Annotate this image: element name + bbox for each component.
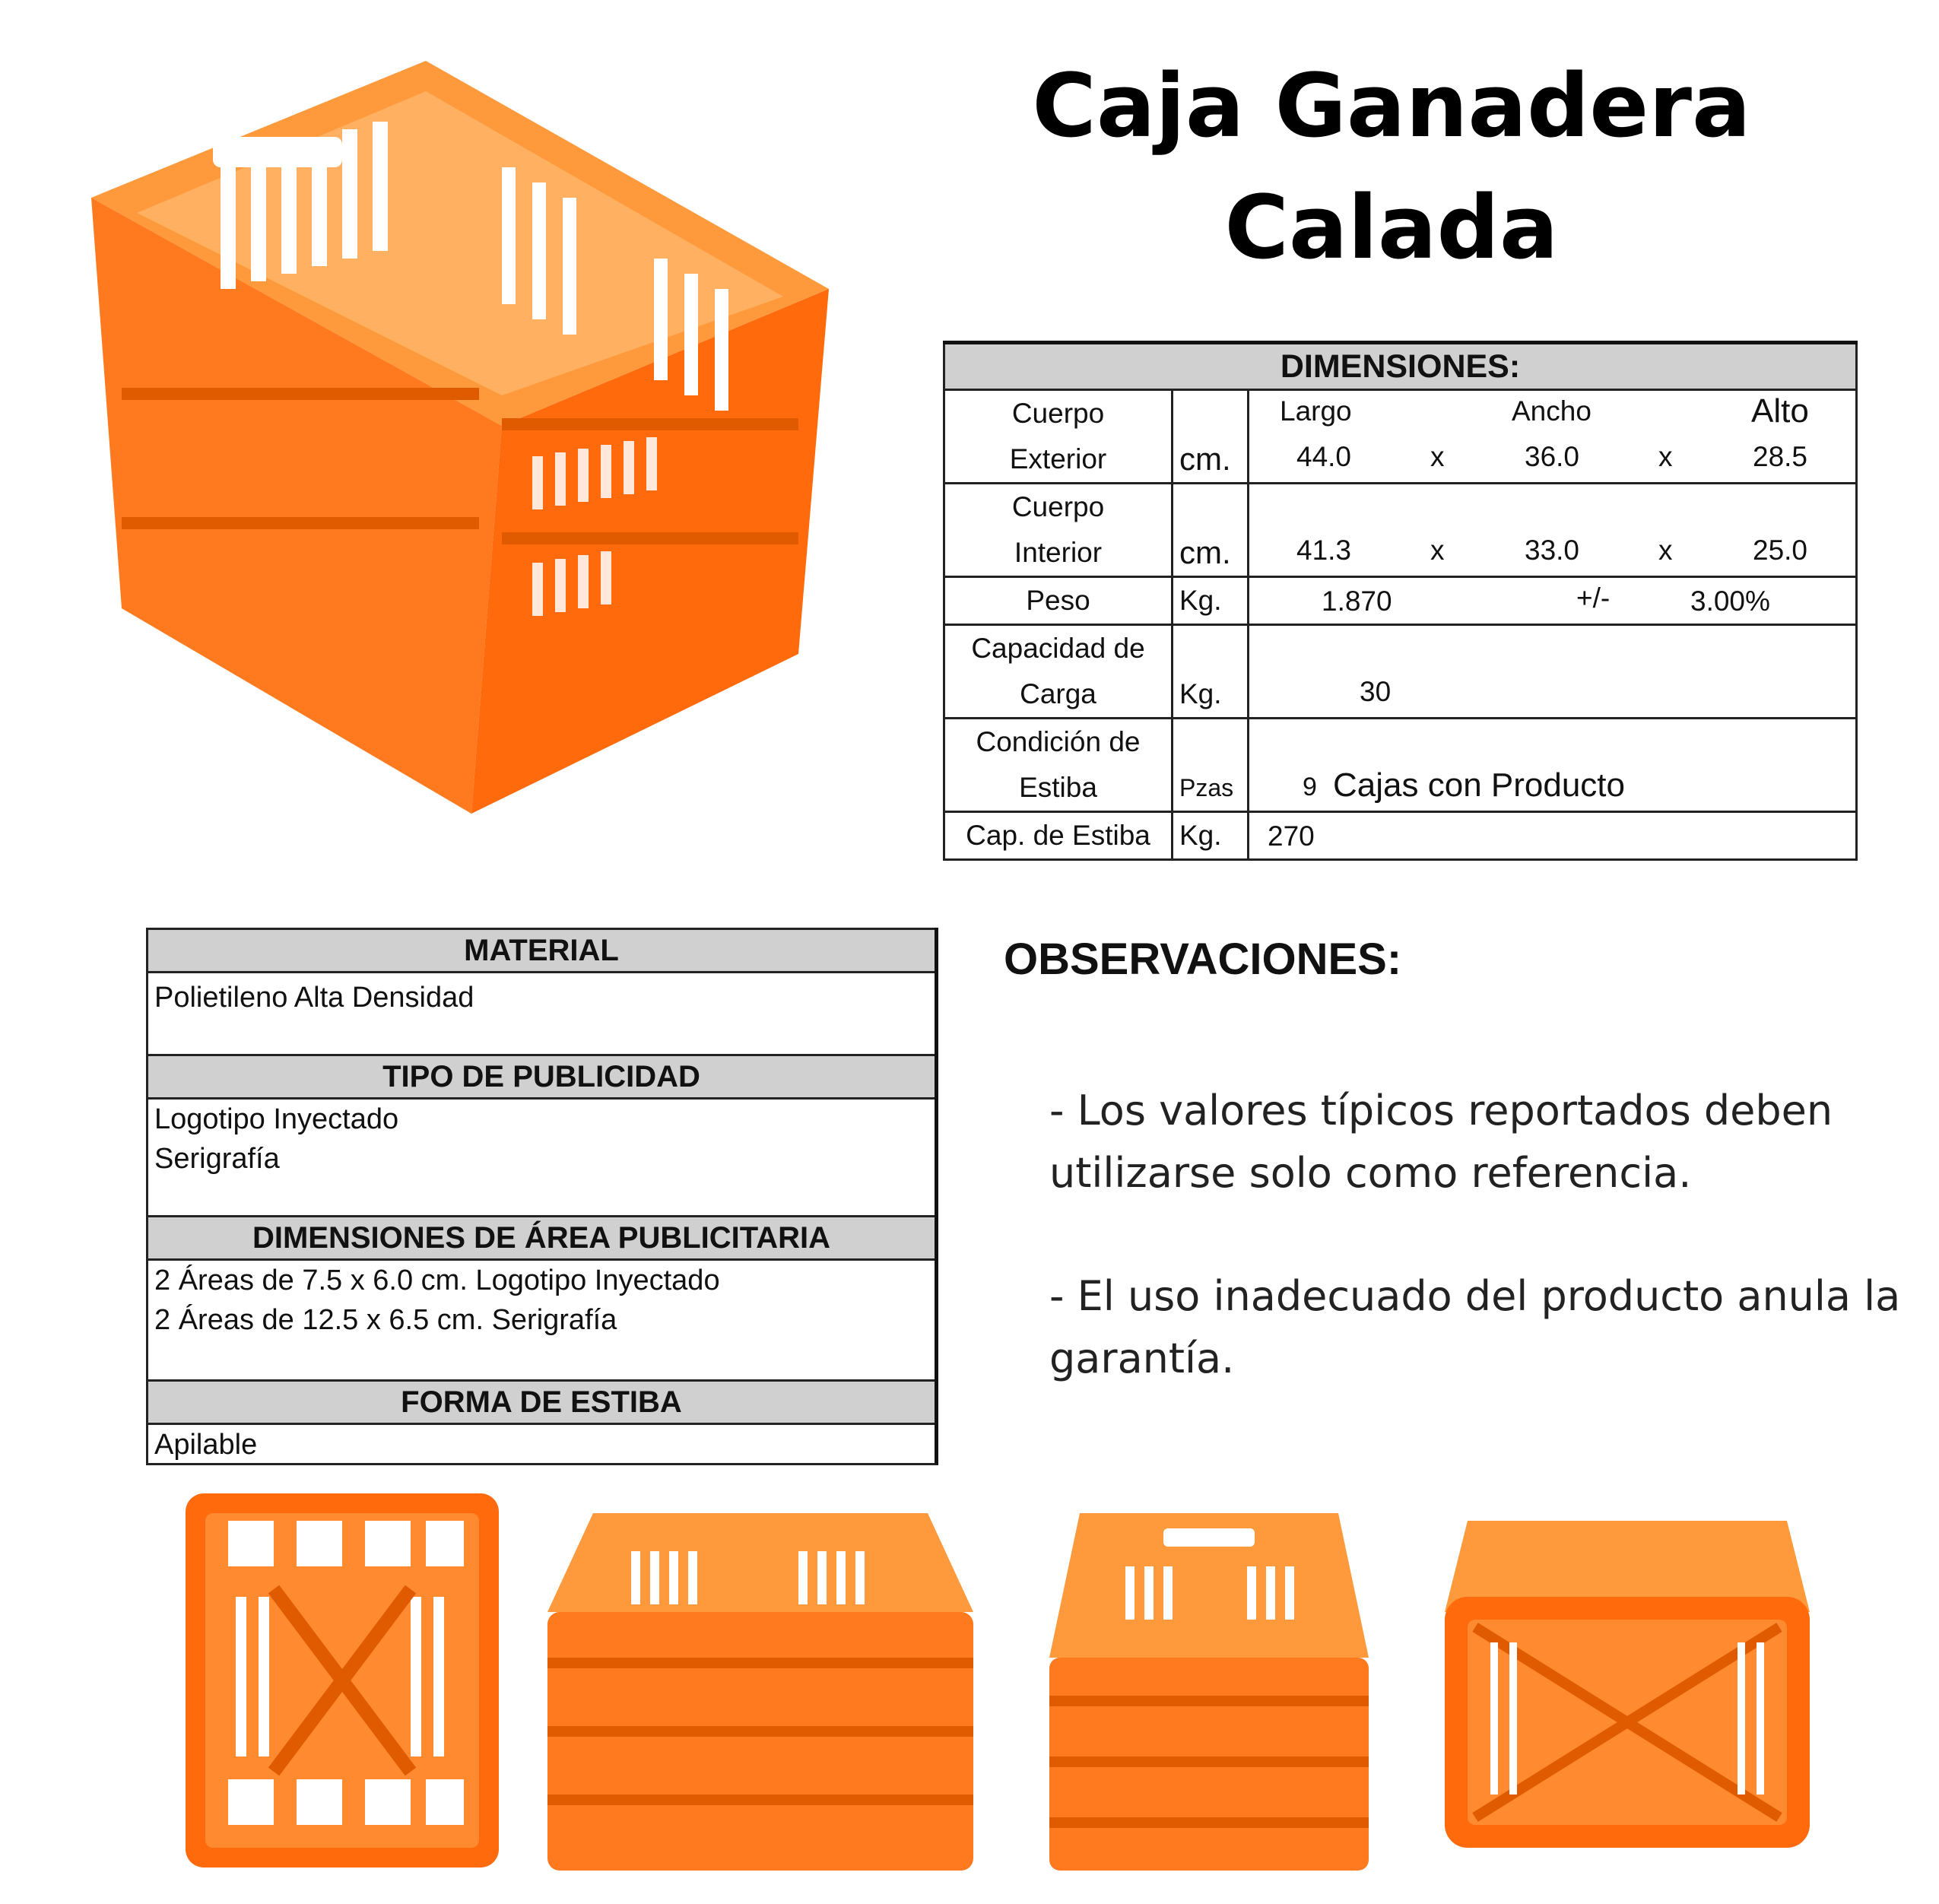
row-label: Cuerpo bbox=[1011, 491, 1105, 522]
publicidad-values: Logotipo Inyectado Serigrafía bbox=[148, 1100, 935, 1215]
row-label: Estiba bbox=[1019, 772, 1097, 803]
unit: cm. bbox=[1171, 482, 1249, 578]
estiba-text: Cajas con Producto bbox=[1333, 766, 1625, 804]
tolerance-sign: +/- bbox=[1576, 582, 1611, 614]
largo-value: 44.0 bbox=[1296, 441, 1352, 472]
row-capacidad: Capacidad de Carga Kg. 30 bbox=[943, 624, 1858, 719]
title-line-1: Caja Ganadera bbox=[1032, 56, 1751, 157]
observacion-line: garantía. bbox=[1049, 1334, 1235, 1382]
row-cap-estiba: Cap. de Estiba Kg. 270 bbox=[943, 811, 1858, 861]
crate-front-view-image bbox=[547, 1506, 973, 1871]
unit: Pzas bbox=[1171, 717, 1249, 813]
times-sign: x bbox=[1430, 535, 1445, 566]
row-label: Capacidad de bbox=[971, 633, 1145, 664]
main-crate-image bbox=[76, 61, 836, 814]
row-label: Cap. de Estiba bbox=[943, 811, 1173, 861]
times-sign: x bbox=[1658, 535, 1673, 566]
times-sign: x bbox=[1658, 441, 1673, 472]
publicidad-line: Serigrafía bbox=[154, 1143, 280, 1175]
area-line: 2 Áreas de 12.5 x 6.5 cm. Serigrafía bbox=[154, 1304, 617, 1336]
row-label: Interior bbox=[1014, 537, 1103, 568]
tolerance-value: 3.00% bbox=[1690, 585, 1770, 617]
ancho-label: Ancho bbox=[1512, 395, 1592, 427]
alto-value: 28.5 bbox=[1753, 441, 1808, 472]
largo-value: 41.3 bbox=[1296, 535, 1352, 566]
area-line: 2 Áreas de 7.5 x 6.0 cm. Logotipo Inyect… bbox=[154, 1265, 720, 1296]
observacion-item-2: - El uso inadecuado del producto anula l… bbox=[1049, 1265, 1924, 1390]
capacidad-value: 30 bbox=[1360, 676, 1392, 707]
area-values: 2 Áreas de 7.5 x 6.0 cm. Logotipo Inyect… bbox=[148, 1261, 935, 1379]
page-title: Caja Ganadera Calada bbox=[973, 46, 1810, 289]
cap-estiba-value: 270 bbox=[1268, 820, 1315, 852]
row-condicion: Condición de Estiba Pzas 9 Cajas con Prod… bbox=[943, 717, 1858, 813]
info-table: MATERIAL Polietileno Alta Densidad TIPO … bbox=[146, 928, 938, 1465]
estiba-value: Apilable bbox=[154, 1429, 258, 1461]
crate-side-view-image bbox=[1049, 1506, 1369, 1871]
observacion-line: utilizarse solo como referencia. bbox=[1049, 1149, 1692, 1197]
ancho-value: 33.0 bbox=[1525, 535, 1580, 566]
largo-label: Largo bbox=[1280, 395, 1352, 427]
unit: Kg. bbox=[1171, 576, 1249, 626]
unit: Kg. bbox=[1171, 811, 1249, 861]
estiba-header: FORMA DE ESTIBA bbox=[148, 1379, 935, 1425]
publicidad-line: Logotipo Inyectado bbox=[154, 1103, 399, 1135]
observacion-item-1: - Los valores típicos reportados deben u… bbox=[1049, 1080, 1924, 1204]
area-header: DIMENSIONES DE ÁREA PUBLICITARIA bbox=[148, 1215, 935, 1261]
alto-value: 25.0 bbox=[1753, 535, 1808, 566]
row-label: Peso bbox=[943, 576, 1173, 626]
times-sign: x bbox=[1430, 441, 1445, 472]
peso-value: 1.870 bbox=[1322, 585, 1392, 617]
alto-label: Alto bbox=[1751, 392, 1809, 430]
crate-top-view-image bbox=[182, 1490, 502, 1871]
observacion-line: - Los valores típicos reportados deben bbox=[1049, 1087, 1833, 1134]
observacion-line: - El uso inadecuado del producto anula l… bbox=[1049, 1272, 1901, 1320]
title-line-2: Calada bbox=[1224, 177, 1559, 279]
crate-bottom-view-image bbox=[1445, 1521, 1810, 1848]
estiba-count: 9 bbox=[1303, 773, 1317, 801]
publicidad-header: TIPO DE PUBLICIDAD bbox=[148, 1054, 935, 1100]
dimensions-header: DIMENSIONES: bbox=[943, 341, 1858, 391]
material-value: Polietileno Alta Densidad bbox=[154, 982, 474, 1014]
row-label: Condición de bbox=[976, 726, 1141, 757]
row-label: Exterior bbox=[1009, 443, 1107, 474]
row-label: Cuerpo bbox=[1011, 398, 1105, 429]
observaciones-title: OBSERVACIONES: bbox=[1004, 935, 1402, 984]
row-peso: Peso Kg. 1.870 +/- 3.00% bbox=[943, 576, 1858, 626]
row-label: Carga bbox=[1020, 678, 1096, 709]
ancho-value: 36.0 bbox=[1525, 441, 1580, 472]
material-header: MATERIAL bbox=[148, 928, 935, 973]
unit: cm. bbox=[1171, 389, 1249, 484]
unit: Kg. bbox=[1171, 624, 1249, 719]
